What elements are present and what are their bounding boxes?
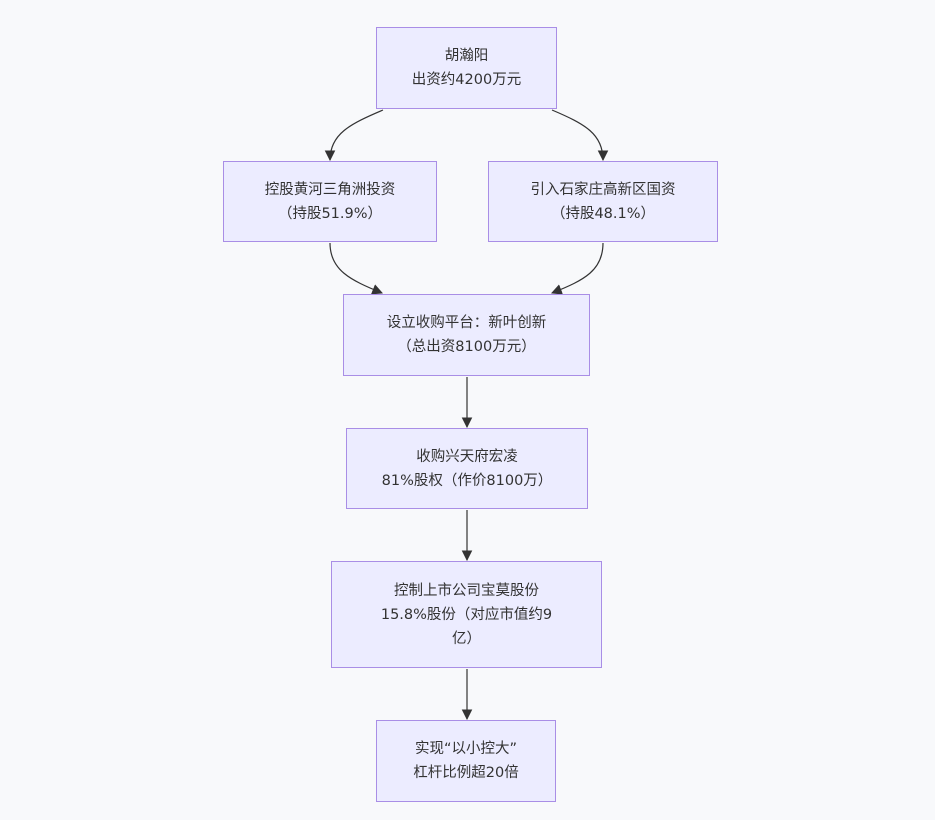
edge-n2-n4 — [329, 242, 384, 295]
node-yellow-river-delta-investment[interactable]: 控股黄河三角洲投资 （持股51.9%） — [223, 161, 437, 242]
node-label-line: 81%股权（作价8100万） — [381, 472, 553, 489]
node-shijiazhuang-state-capital[interactable]: 引入石家庄高新区国资 （持股48.1%） — [488, 161, 718, 242]
node-label-line: （总出资8100万元） — [397, 339, 536, 355]
node-label-line: 控制上市公司宝莫股份 — [394, 582, 539, 599]
node-label-line: 设立收购平台：新叶创新 — [386, 315, 547, 331]
node-investor-hu-hanyang[interactable]: 胡瀚阳 出资约4200万元 — [376, 27, 557, 109]
node-acquisition-platform[interactable]: 设立收购平台：新叶创新 （总出资8100万元） — [343, 294, 590, 376]
node-acquire-xingtianfu-hongling[interactable]: 收购兴天府宏凌 81%股权（作价8100万） — [346, 428, 588, 509]
node-label-line: 实现“以小控大” — [414, 741, 518, 757]
node-label-line: 出资约4200万元 — [411, 72, 522, 88]
node-label-line: 胡瀚阳 — [444, 48, 489, 64]
node-label-line: （持股48.1%） — [550, 205, 656, 222]
node-label-line: （持股51.9%） — [277, 205, 383, 222]
node-label-line: 引入石家庄高新区国资 — [530, 181, 676, 198]
node-label-line: 亿） — [452, 630, 481, 647]
node-label-line: 收购兴天府宏凌 — [416, 448, 518, 465]
edge-n1-n2 — [324, 109, 384, 162]
node-control-listed-company[interactable]: 控制上市公司宝莫股份 15.8%股份（对应市值约9 亿） — [331, 561, 602, 668]
edge-n3-n4 — [550, 242, 604, 295]
edge-n1-n3 — [551, 109, 609, 162]
node-label-line: 15.8%股份（对应市值约9 — [380, 606, 553, 623]
node-leverage-result[interactable]: 实现“以小控大” 杠杆比例超20倍 — [376, 720, 556, 802]
node-label-line: 杠杆比例超20倍 — [413, 765, 519, 781]
node-label-line: 控股黄河三角洲投资 — [264, 181, 396, 198]
